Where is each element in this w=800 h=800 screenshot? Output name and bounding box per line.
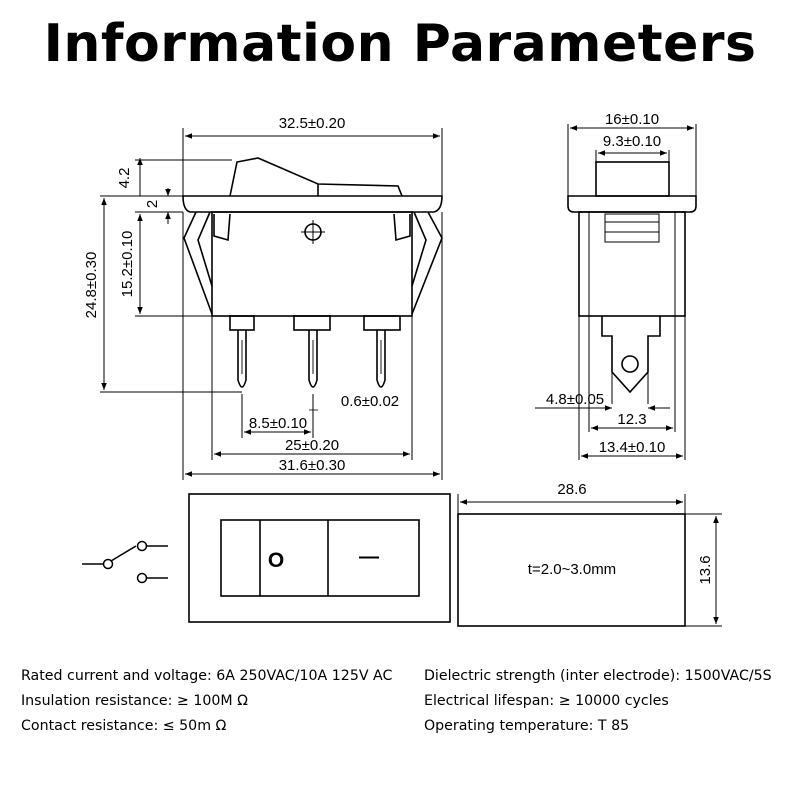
terminal-pitch-label: 8.5±0.10 <box>249 415 307 432</box>
cutout-dimensions <box>457 494 722 627</box>
side-actuator <box>595 161 670 197</box>
side-housing <box>578 211 686 317</box>
body-height-label: 15.2±0.10 <box>119 231 136 298</box>
panel-cutout <box>457 513 686 627</box>
frame-width-label: 13.4±0.10 <box>599 439 666 456</box>
front-dimension-labels: 32.5±0.20 4.2 2 24.8±0.30 15.2±0.10 8.5±… <box>83 115 399 474</box>
body-width-label: 12.3 <box>617 411 646 428</box>
specs-right-column: Dielectric strength (inter electrode): 1… <box>424 664 772 739</box>
top-frame <box>188 493 451 623</box>
specs-left-column: Rated current and voltage: 6A 250VAC/10A… <box>21 664 392 739</box>
flange <box>182 195 443 213</box>
side-flange <box>567 195 697 213</box>
flange-thickness-label: 2 <box>144 200 161 208</box>
top-view <box>188 493 451 623</box>
right-snap-clip <box>411 211 443 315</box>
off-symbol-icon: — <box>359 546 379 568</box>
terminals <box>229 315 401 388</box>
spec-operating-temperature: Operating temperature: T 85 <box>424 718 630 734</box>
page-title: Information Parameters <box>43 14 757 74</box>
on-symbol-icon: O <box>268 549 284 572</box>
spec-insulation-resistance: Insulation resistance: ≥ 100M Ω <box>21 693 248 709</box>
cutout-height-label: 13.6 <box>697 555 714 584</box>
switch-schematic <box>82 540 168 584</box>
overall-length-label: 32.5±0.20 <box>279 115 346 132</box>
front-dimensions <box>100 128 443 480</box>
side-view <box>567 161 697 394</box>
flange-width-label: 16±0.10 <box>605 111 659 128</box>
body-length-label: 31.6±0.30 <box>279 457 346 474</box>
spec-rated-current: Rated current and voltage: 6A 250VAC/10A… <box>21 668 393 684</box>
panel-thickness-label: t=2.0~3.0mm <box>528 561 616 578</box>
outer-terminal-span-label: 25±0.20 <box>285 437 339 454</box>
spec-contact-resistance: Contact resistance: ≤ 50m Ω <box>21 718 227 734</box>
overall-height-label: 24.8±0.30 <box>83 252 100 319</box>
rocker-actuator <box>229 157 403 197</box>
terminal-thickness-label: 0.6±0.02 <box>341 393 399 410</box>
housing <box>211 211 413 317</box>
side-terminal <box>601 316 661 394</box>
side-dimensions <box>535 124 697 460</box>
left-snap-clip <box>183 211 213 315</box>
spec-dielectric-strength: Dielectric strength (inter electrode): 1… <box>424 668 772 684</box>
side-dimension-labels: 16±0.10 9.3±0.10 4.8±0.05 12.3 13.4±0.10 <box>546 111 665 456</box>
top-rocker <box>220 519 420 597</box>
cutout-width-label: 28.6 <box>557 481 586 498</box>
terminal-width-label: 4.8±0.05 <box>546 391 604 408</box>
cutout-rect <box>457 513 686 627</box>
actuator-height-label: 4.2 <box>116 168 133 189</box>
front-view <box>182 157 443 388</box>
spec-electrical-lifespan: Electrical lifespan: ≥ 10000 cycles <box>424 693 669 709</box>
actuator-width-label: 9.3±0.10 <box>603 133 661 150</box>
